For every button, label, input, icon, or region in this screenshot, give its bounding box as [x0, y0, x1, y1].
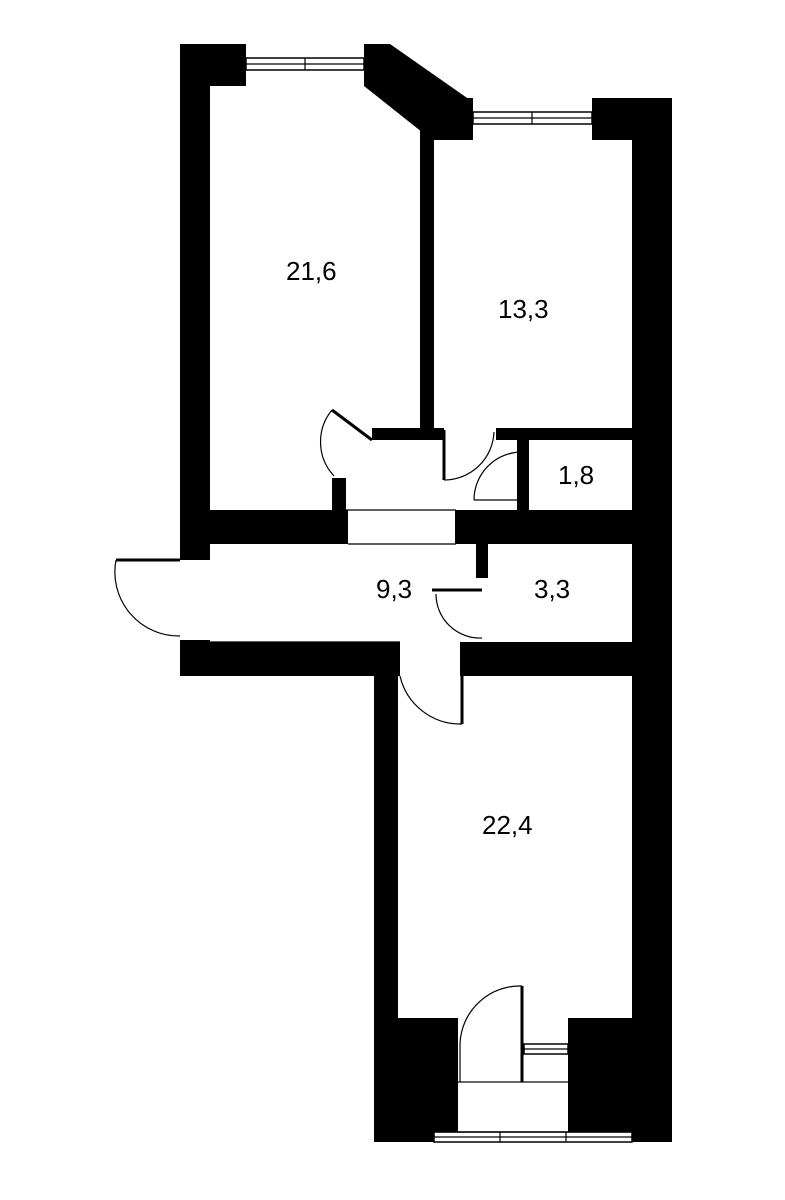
room-hall-label: 9,3 [376, 574, 412, 604]
door-bath [432, 588, 483, 639]
door-wc [473, 450, 524, 501]
window-living [245, 57, 365, 71]
balcony-outline [433, 1081, 633, 1133]
wall-left-outer [180, 44, 210, 516]
walls [180, 44, 672, 1142]
window-bedroom [472, 111, 593, 125]
wall-hall-top-right [455, 510, 635, 544]
room-kitchen-label: 22,4 [482, 810, 533, 840]
room-bath-label: 3,3 [534, 574, 570, 604]
wall-living-door-post [332, 478, 346, 514]
wall-bedroom-bottom [372, 428, 444, 440]
door-entrance [114, 558, 181, 637]
room-labels: 21,6 13,3 1,8 9,3 3,3 22,4 [286, 256, 594, 840]
wall-entrance-upper [180, 544, 210, 560]
room-living-label: 21,6 [286, 256, 337, 286]
room-bedroom-label: 13,3 [498, 294, 549, 324]
wall-bedroom-bottom-right [496, 428, 634, 440]
interior-lines [210, 509, 632, 643]
wall-bay-corner [364, 44, 470, 140]
door-balcony [459, 985, 524, 1082]
wall-bath-left [476, 540, 488, 578]
windows [245, 57, 633, 1143]
room-wc-label: 1,8 [558, 460, 594, 490]
wall-hall-top-left [180, 510, 348, 544]
window-balcony [433, 1131, 633, 1143]
wall-balcony-left [374, 1080, 434, 1142]
doors [114, 408, 524, 1082]
door-bedroom [442, 430, 495, 481]
wall-bay-stub [445, 98, 473, 140]
window-kitchen-door [523, 1043, 569, 1055]
wall-right-outer [632, 98, 672, 675]
wall-kitchen-bottom-right [568, 1018, 672, 1142]
door-living [319, 408, 373, 477]
door-kitchen [399, 675, 464, 725]
wall-living-bedroom [420, 130, 434, 430]
wall-hall-bottom-left [180, 642, 400, 676]
